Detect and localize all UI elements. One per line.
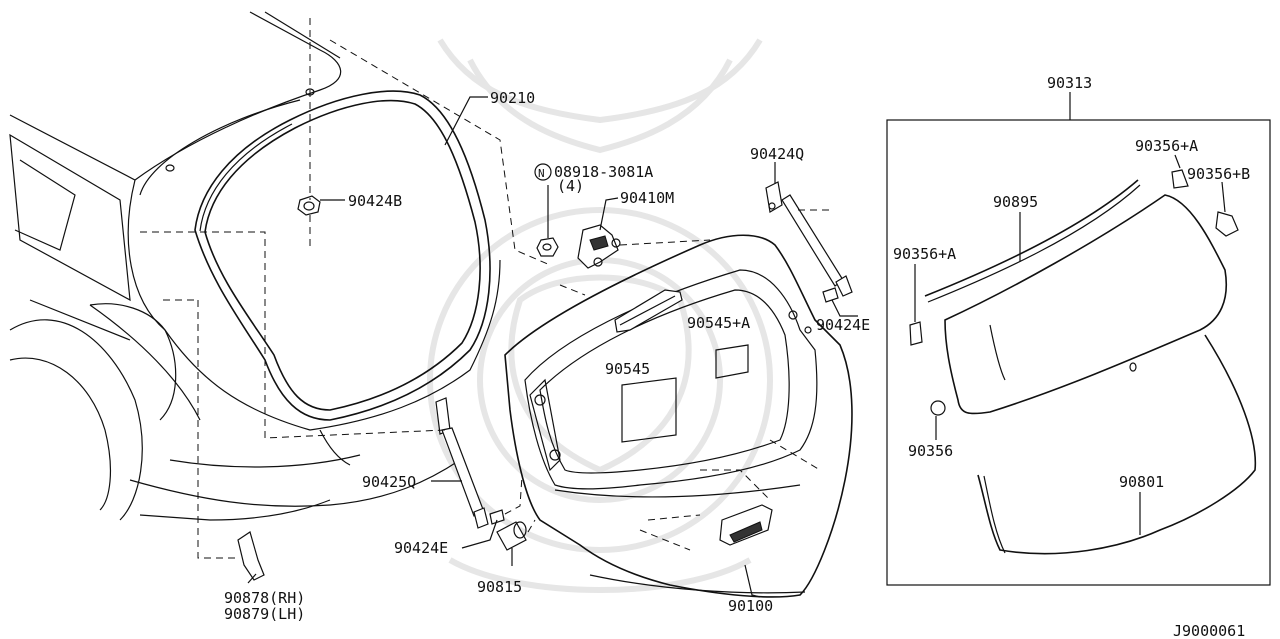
label-90424E-left: 90424E xyxy=(394,539,448,557)
rear-window-box xyxy=(886,92,1271,586)
vehicle-body xyxy=(9,11,501,521)
label-90424B: 90424B xyxy=(348,192,402,210)
label-08918-3081A: 08918-3081A xyxy=(554,163,653,181)
label-90424Q: 90424Q xyxy=(750,145,804,163)
label-90356A-top: 90356+A xyxy=(1135,137,1198,155)
hinge-90410M xyxy=(536,224,621,269)
label-90210: 90210 xyxy=(490,89,535,107)
leader-lines xyxy=(247,96,858,598)
label-90356B: 90356+B xyxy=(1187,165,1250,183)
label-90410M: 90410M xyxy=(620,189,674,207)
trim-90878 xyxy=(237,531,265,581)
diagram-id: J9000061 xyxy=(1173,622,1245,639)
weatherstrip-90210 xyxy=(194,90,491,421)
label-90878: 90878(RH) xyxy=(224,589,305,607)
label-90801: 90801 xyxy=(1119,473,1164,491)
svg-text:N: N xyxy=(538,167,545,180)
label-90425Q: 90425Q xyxy=(362,473,416,491)
back-door-90100 xyxy=(504,234,853,598)
label-90424E-right: 90424E xyxy=(816,316,870,334)
label-90815: 90815 xyxy=(477,578,522,596)
circled-n-icon: N xyxy=(534,163,552,181)
label-90100: 90100 xyxy=(728,597,773,615)
nut-90424B xyxy=(297,195,321,216)
label-90879: 90879(LH) xyxy=(224,605,305,623)
rear-window-leaders xyxy=(914,154,1226,535)
dashed-leaders xyxy=(140,18,830,559)
label-90313: 90313 xyxy=(1047,74,1092,92)
label-90545A: 90545+A xyxy=(687,314,750,332)
label-08918-qty: (4) xyxy=(557,177,584,195)
stay-90424Q xyxy=(765,181,853,303)
label-90545: 90545 xyxy=(605,360,650,378)
label-90356A-left: 90356+A xyxy=(893,245,956,263)
label-90895: 90895 xyxy=(993,193,1038,211)
label-90356: 90356 xyxy=(908,442,953,460)
stay-90425Q xyxy=(435,397,505,529)
label-plates xyxy=(621,344,749,443)
bumper-90815 xyxy=(496,521,527,551)
